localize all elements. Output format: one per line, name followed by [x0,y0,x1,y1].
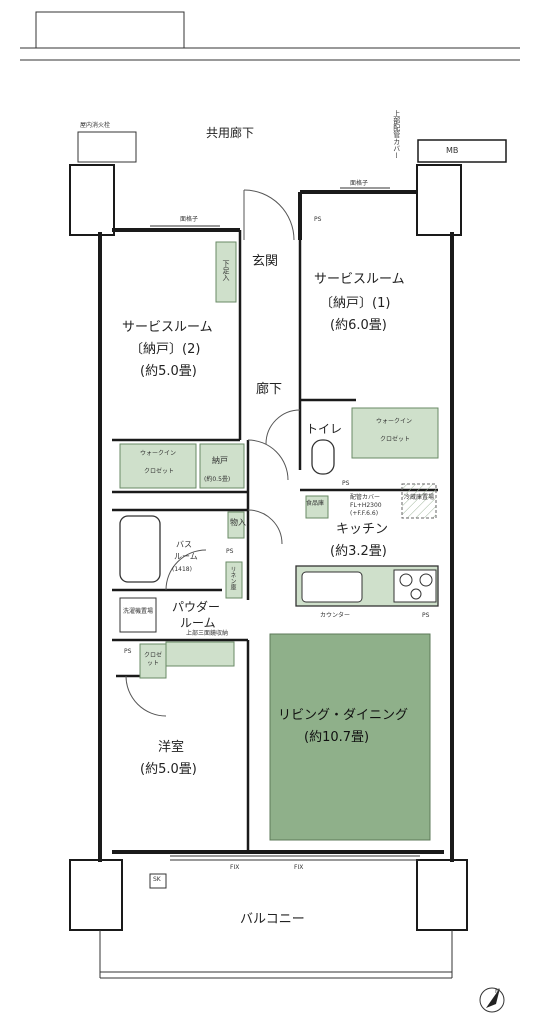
living-dining-floor [269,633,431,841]
linen-label: リネン庫 [229,566,236,590]
compass-icon [479,987,505,1013]
bath-sub: ルーム [174,552,198,561]
kitchen-name: キッチン [336,522,389,537]
fix-label-2: FIX [294,864,304,871]
storage-fills [119,241,439,679]
service-room-1-sub: 〔納戸〕(1) [320,296,391,311]
ps-label-2: PS [342,480,350,487]
walkin-right-line1: ウォークイン [376,418,413,425]
bath-name: バス [176,540,192,549]
fix-label-1: FIX [230,864,240,871]
entrance-label: 玄関 [252,254,279,269]
fire-hydrant-box [77,131,137,163]
bath-size: (1418) [172,566,192,573]
walkin-right-line2: クロゼット [380,436,411,443]
walkin-left-line1: ウォークイン [140,450,177,457]
compass-label: N [495,988,500,995]
kitchen-size: (約3.2畳) [330,544,387,559]
door-swings [125,189,301,717]
pipe-note: 配管カバー FL+H2300 (+F.F.6.6) [350,494,382,517]
kitchen-sink [301,571,363,603]
washer-box [119,597,157,633]
sk-box [149,873,167,889]
nando-small-label: 納戸 [212,456,228,465]
interior-walls [112,230,438,852]
ps-label-4: PS [226,548,234,555]
walkin-left-line2: クロゼット [144,468,175,475]
western-name: 洋室 [158,740,185,755]
fridge-label: 冷蔵庫置場 [404,494,435,501]
monoire-label: 物入 [230,518,246,527]
window-frames [150,187,420,861]
sk-label: SK [153,876,161,883]
pipe-note-line-2: FL+H2300 [350,501,382,509]
balcony-railing [99,930,453,979]
shoe-storage-label: 下足入 [222,260,230,281]
nando-small-size: (約0.5畳) [204,476,231,483]
fridge-space [401,483,437,519]
mb-label: MB [446,146,459,155]
service-room-2-sub: 〔納戸〕(2) [130,342,201,357]
upper-balcony-outline [20,11,520,61]
exterior-walls [98,190,454,862]
mb-box [417,139,507,163]
powder-sub: ルーム [180,616,216,630]
rooftop-note: 屋内消火栓 [80,122,111,129]
ps-label-3: PS [422,612,430,619]
upper-shelf-label: 上部三面鏡収納 [186,630,229,637]
piping-note: 上部配管カバー [392,110,401,159]
pantry-label: 食品庫 [306,500,325,507]
pipe-note-line-1: 配管カバー [350,494,381,501]
toilet-bowl [311,439,335,475]
handrail-note-a: 面格子 [180,216,199,223]
bathtub [119,515,161,583]
hallway-label: 廊下 [256,382,283,397]
closet-label: クロゼット [143,652,162,667]
service-room-2-size: (約5.0畳) [140,364,197,379]
corridor-label: 共用廊下 [206,126,255,140]
counter-label: カウンター [320,612,351,619]
balcony-label: バルコニー [240,912,305,927]
living-name: リビング・ダイニング [278,708,409,723]
toilet-label: トイレ [306,422,343,436]
powder-name: パウダー [172,600,221,614]
ps-label-5: PS [124,648,132,655]
ps-label-1: PS [314,216,322,223]
structure-columns [69,164,468,931]
service-room-2-name: サービスルーム [122,320,213,335]
pipe-note-line-3: (+F.F.6.6) [350,509,379,517]
service-room-1-name: サービスルーム [314,272,405,287]
service-room-1-size: (約6.0畳) [330,318,387,333]
washer-label: 洗濯機置場 [122,608,153,615]
handrail-note-b: 面格子 [350,180,369,187]
western-size: (約5.0畳) [140,762,197,777]
living-size: (約10.7畳) [304,730,370,745]
